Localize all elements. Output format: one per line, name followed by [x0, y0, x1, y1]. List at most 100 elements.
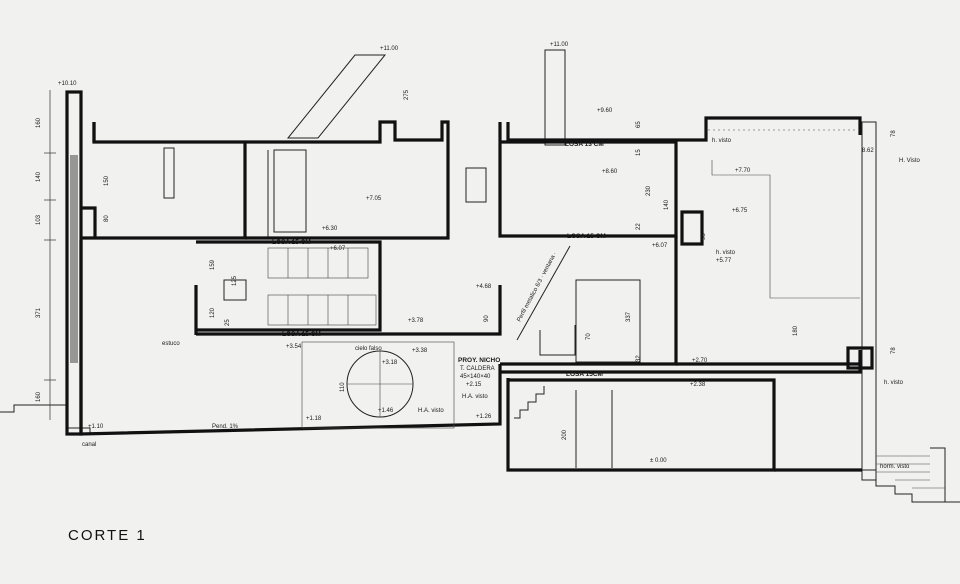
caldera-dims: 45×140×40	[460, 374, 491, 380]
dim-230: 230	[646, 185, 652, 196]
dim-103: 103	[36, 214, 42, 225]
pend-label: Pend. 1%	[212, 424, 239, 430]
upper-right-roof	[506, 116, 862, 142]
level-607-left: +6.07	[330, 246, 346, 252]
estuco-label: estuco	[162, 341, 180, 347]
dim-140b: 140	[664, 199, 670, 210]
drawing-title: CORTE 1	[68, 527, 147, 544]
dim-15: 15	[636, 149, 642, 156]
dim-80: 80	[104, 215, 110, 222]
level-270: +2.70	[692, 358, 708, 364]
middle-stair-room	[196, 240, 382, 332]
canal-label: canal	[82, 442, 96, 448]
lower-left-hall	[79, 240, 502, 436]
stair-blocks	[267, 247, 377, 326]
level-607-right: +6.07	[652, 243, 668, 249]
level-675: +6.75	[732, 208, 748, 214]
horm-visto: horm. visto	[880, 464, 910, 470]
level-238: +2.38	[690, 382, 706, 388]
skylight-ramp	[286, 54, 387, 139]
mid-lower-slab	[196, 285, 502, 336]
level-577: +5.77	[716, 258, 732, 264]
dim-200: 200	[562, 429, 568, 440]
level-378: +3.78	[408, 318, 424, 324]
h-visto-right: H. Visto	[899, 158, 921, 164]
small-window	[223, 279, 247, 301]
dim-90: 90	[484, 315, 490, 322]
left-parapet	[80, 206, 97, 238]
dim-140: 140	[36, 171, 42, 182]
upper-middle-room	[245, 120, 450, 240]
level-860: +8.60	[602, 169, 618, 175]
cielo-falso-label: cielo falso	[355, 346, 382, 352]
dim-70: 70	[586, 333, 592, 340]
level-770: +7.70	[735, 168, 751, 174]
losa-15-c: LOSA 15 CM	[282, 331, 321, 338]
dim-78a: 78	[891, 130, 897, 137]
basement-slab	[500, 360, 862, 374]
proy-nicho: PROY. NICHO	[458, 357, 500, 364]
level-top-left: +10.10	[58, 81, 77, 87]
dim-160-low: 160	[36, 391, 42, 402]
level-468: +4.68	[476, 284, 492, 290]
window-left	[163, 147, 175, 199]
level-ramp-top: +11.00	[380, 46, 399, 52]
dim-125: 125	[232, 275, 238, 286]
level-705: +7.05	[366, 196, 382, 202]
level-000: ± 0.00	[650, 458, 667, 464]
dim-110: 110	[340, 382, 346, 392]
losa-15-b: LOSA 15 CM	[567, 233, 606, 240]
level-862: 8.62	[862, 148, 874, 154]
ground-line-left	[0, 404, 91, 434]
dim-32: 32	[636, 355, 642, 362]
losa-15-d: LOSA 15CM	[566, 371, 603, 378]
chimney	[544, 49, 566, 146]
basement-room	[506, 378, 776, 472]
dim-22: 22	[636, 223, 642, 230]
dim-159: 159	[210, 259, 216, 270]
level-630: +6.30	[322, 226, 338, 232]
right-mid-panel	[575, 279, 641, 363]
right-room-outline	[711, 160, 860, 299]
losa-15-a: LOSA 15 CM	[272, 239, 311, 246]
h-visto-mid: h. visto	[716, 250, 736, 256]
exterior-steps	[862, 447, 946, 503]
dim-120: 120	[210, 307, 216, 318]
level-215: +2.15	[466, 382, 482, 388]
t-caldera: T. CALDERA	[460, 366, 495, 372]
pier-mid	[539, 325, 576, 356]
dim-275: 275	[404, 89, 410, 100]
dim-65: 65	[636, 121, 642, 128]
level-126: +1.26	[476, 414, 492, 420]
ha-visto-b: H.A. visto	[462, 394, 488, 400]
level-338: +3.38	[412, 348, 428, 354]
brick-infill	[70, 155, 78, 363]
dim-180: 180	[793, 325, 799, 336]
right-wall	[861, 121, 877, 481]
diagonal-beam	[516, 245, 571, 341]
door-upper	[273, 149, 307, 233]
h-visto-top: h. visto	[712, 138, 732, 144]
ceiling-panel	[301, 341, 455, 429]
losa-13-label: LOSA 13 CM	[565, 141, 604, 148]
diagonal-label: Perfil metalico 6/3 · ventana ·	[516, 251, 558, 323]
ha-visto-a: H.A. visto	[418, 408, 444, 414]
level-118: +1.18	[306, 416, 322, 422]
dim-160: 160	[36, 117, 42, 128]
dim-150: 150	[104, 175, 110, 186]
level-960: +9.60	[597, 108, 613, 114]
dim-25: 25	[225, 319, 231, 326]
level-chimney: +11.00	[550, 42, 569, 48]
dim-337: 337	[626, 311, 632, 322]
basement-stair	[514, 386, 545, 419]
h-visto-low: h. visto	[884, 380, 904, 386]
dim-98: 98	[701, 233, 707, 240]
upper-left-roof	[92, 122, 245, 144]
left-dimension-chain: 160 140 103 371 160	[36, 90, 56, 420]
window-middle	[465, 167, 487, 203]
level-354: +3.54	[286, 344, 302, 350]
planter-right	[680, 210, 704, 246]
dim-78b: 78	[891, 347, 897, 354]
